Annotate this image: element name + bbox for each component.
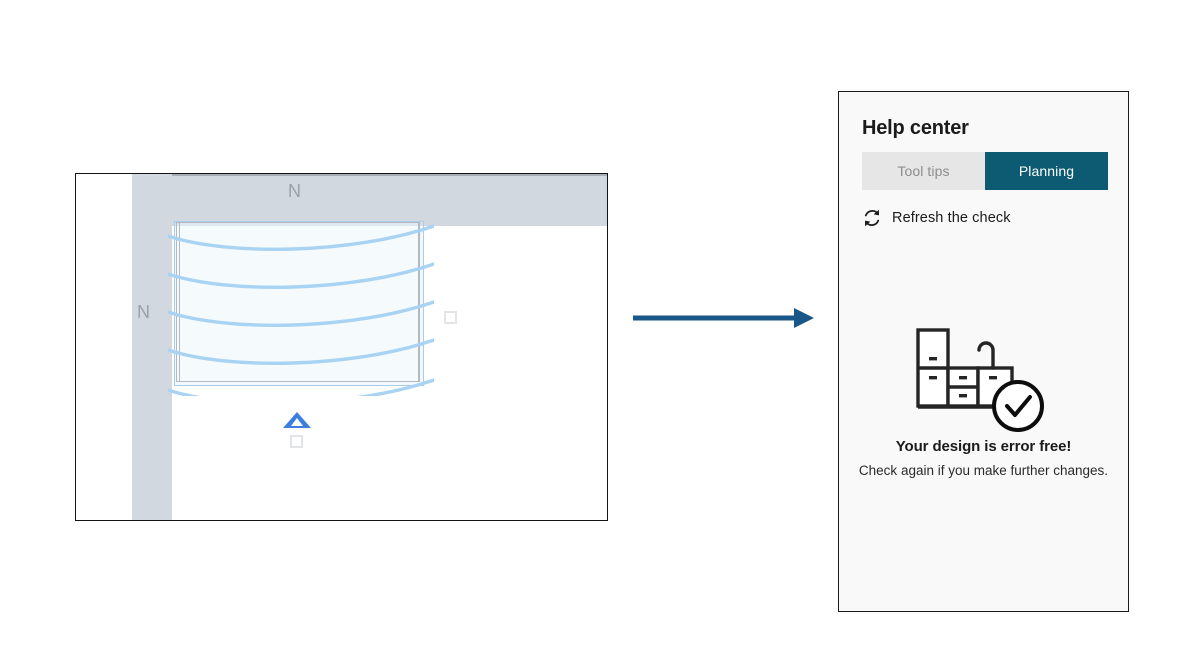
status-subtext: Check again if you make further changes.	[858, 463, 1109, 478]
wall-label-north-top: N	[288, 181, 301, 201]
refresh-the-check-label: Refresh the check	[892, 210, 1011, 226]
resize-handle-right[interactable]	[444, 311, 457, 324]
flow-arrow-icon	[633, 308, 814, 328]
resize-handle-bottom[interactable]	[290, 435, 303, 448]
refresh-icon	[864, 209, 880, 227]
wall-top[interactable]	[132, 174, 607, 226]
page-title: Help center	[862, 117, 969, 139]
kitchen-cabinets-check-icon	[915, 328, 1044, 432]
refresh-the-check-button[interactable]: Refresh the check	[861, 207, 1011, 229]
help-center-panel: Help center Tool tips Planning Refresh t…	[838, 91, 1129, 612]
rotate-handle-icon[interactable]	[282, 411, 312, 429]
worktop-right-edge	[418, 222, 419, 382]
wall-label-north-left: N	[137, 302, 150, 322]
tab-tool-tips[interactable]: Tool tips	[862, 152, 985, 190]
status-heading: Your design is error free!	[895, 438, 1072, 455]
wall-left[interactable]	[132, 174, 172, 520]
worktop-left-edge	[179, 222, 180, 382]
wall-top-edge	[132, 174, 607, 176]
help-center-tabs: Tool tips Planning	[862, 152, 1108, 190]
worktop-outline[interactable]	[176, 222, 420, 382]
tab-planning[interactable]: Planning	[985, 152, 1108, 190]
floor-plan-canvas[interactable]: N N	[75, 173, 608, 521]
